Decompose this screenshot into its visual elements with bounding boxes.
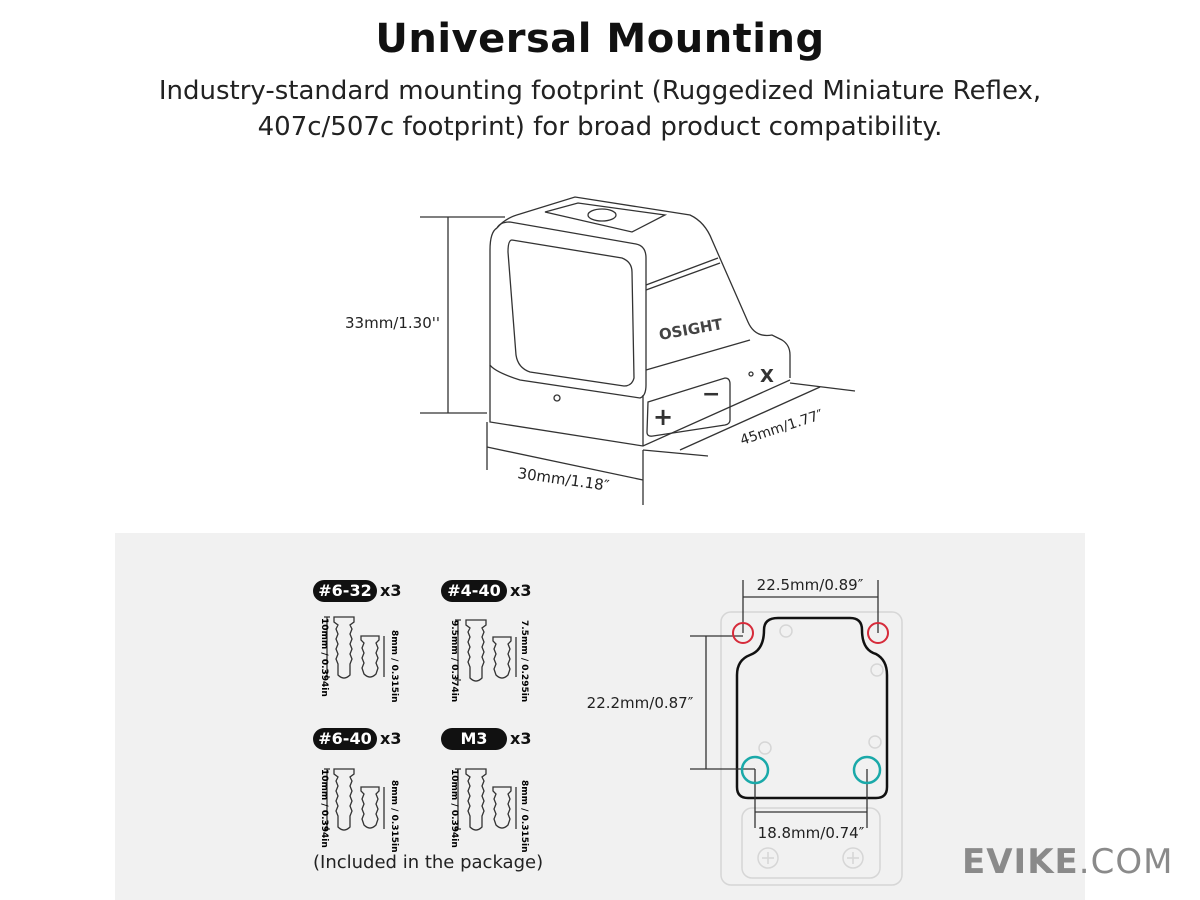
- screws-diagram: 10mm / 0.394in 8mm / 0.315in 9.5mm / 0.3…: [319, 616, 529, 853]
- screw-group-6-40: 10mm / 0.394in 8mm / 0.315in: [319, 768, 399, 853]
- screw-short-length: 7.5mm / 0.295in: [519, 620, 529, 702]
- screw-short-length: 8mm / 0.315in: [389, 780, 399, 853]
- bottom-spacing-label: 18.8mm/0.74″: [758, 824, 865, 842]
- page-title: Universal Mounting: [375, 16, 825, 62]
- sight-dimension-diagram: OSIGHT + − X 33mm/1.30'' 30mm/1.18″ 45mm…: [345, 196, 856, 505]
- screw-group-4-40: 9.5mm / 0.374in 7.5mm / 0.295in: [449, 619, 529, 702]
- screw-badge: #4-40: [441, 580, 507, 602]
- footprint-outline: [735, 616, 889, 800]
- screw-qty: x3: [510, 729, 532, 748]
- screw-badge: #6-32: [313, 580, 377, 602]
- top-spacing-label: 22.5mm/0.89″: [757, 576, 864, 594]
- top-right-mount-hole: [867, 622, 889, 644]
- minus-button-icon: −: [702, 382, 720, 407]
- top-left-mount-hole: [732, 622, 754, 644]
- mounting-panel: [115, 533, 1085, 900]
- bottom-left-mount-hole: [740, 755, 770, 785]
- screw-qty: x3: [510, 581, 532, 600]
- screw-badge: #6-40: [313, 728, 377, 750]
- subtitle-line-2: 407c/507c footprint) for broad product c…: [257, 112, 943, 142]
- screw-short-length: 8mm / 0.315in: [519, 780, 529, 853]
- subtitle-line-1: Industry-standard mounting footprint (Ru…: [158, 76, 1042, 106]
- watermark-bold: EVIKE: [962, 842, 1079, 882]
- screw-short-length: 8mm / 0.315in: [389, 630, 399, 703]
- x-logo-icon: X: [760, 366, 774, 387]
- screw-group-m3: 10mm / 0.394in 8mm / 0.315in: [449, 768, 529, 853]
- sight-outline: [420, 196, 856, 505]
- plate-outline: [720, 611, 903, 886]
- evike-watermark: EVIKE.COM: [962, 842, 1173, 882]
- screw-qty: x3: [380, 729, 402, 748]
- screw-long-length: 10mm / 0.394in: [319, 769, 329, 848]
- vertical-spacing-label: 22.2mm/0.87″: [587, 694, 694, 712]
- screw-long-length: 9.5mm / 0.374in: [449, 620, 459, 702]
- screws-note: (Included in the package): [313, 852, 544, 873]
- screw-badge: M3: [441, 728, 507, 750]
- screw-long-length: 10mm / 0.394in: [319, 618, 329, 697]
- screw-qty: x3: [380, 581, 402, 600]
- screw-long-length: 10mm / 0.394in: [449, 769, 459, 848]
- height-label: 33mm/1.30'': [345, 314, 440, 332]
- bottom-right-mount-hole: [852, 755, 882, 785]
- screw-group-6-32: 10mm / 0.394in 8mm / 0.315in: [319, 616, 399, 703]
- watermark-rest: .COM: [1078, 842, 1174, 882]
- plus-button-icon: +: [653, 403, 673, 431]
